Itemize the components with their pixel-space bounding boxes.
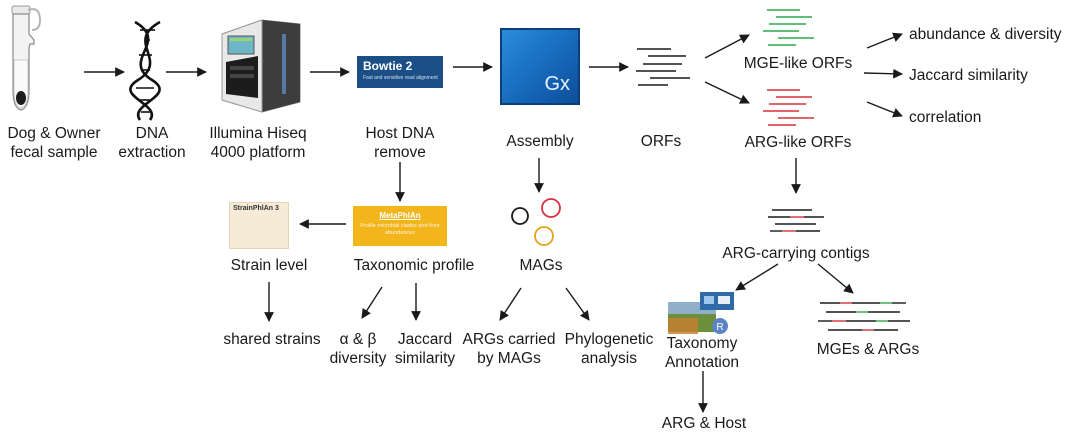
mge-arg-lines-icon bbox=[818, 302, 910, 331]
taxonomy-annotation-label: Taxonomy Annotation bbox=[664, 335, 740, 371]
gx-logo: Gx bbox=[500, 28, 580, 105]
arg-orfs-label: ARG-like ORFs bbox=[744, 134, 852, 151]
strainphlan-logo: StrainPhlAn 3 bbox=[229, 202, 289, 249]
illumina-label: Illumina Hiseq 4000 platform bbox=[209, 125, 307, 161]
orfs-label: ORFs bbox=[640, 133, 682, 150]
mag-circles-icon bbox=[511, 198, 561, 246]
sample-label: Dog & Owner fecal sample bbox=[7, 125, 101, 161]
abundance-label: abundance & diversity bbox=[909, 26, 1062, 43]
bowtie2-logo: Bowtie 2 Fast and sensitive read alignme… bbox=[357, 56, 443, 88]
R-logo-icon: R bbox=[716, 322, 723, 333]
arg-orf-lines-icon bbox=[763, 89, 814, 126]
host-dna-remove-label: Host DNA remove bbox=[365, 125, 435, 161]
assembly-label: Assembly bbox=[506, 133, 574, 150]
strain-level-label: Strain level bbox=[230, 257, 308, 274]
alpha-beta-diversity-label: α & β diversity bbox=[329, 331, 387, 367]
jaccard-bottom-label: Jaccard similarity bbox=[394, 331, 456, 367]
taxonomic-profile-label: Taxonomic profile bbox=[353, 257, 475, 274]
tube-icon bbox=[11, 5, 42, 111]
mges-args-label: MGEs & ARGs bbox=[816, 341, 920, 358]
taxonomy-collage-icon: R bbox=[668, 292, 734, 334]
mags-label: MAGs bbox=[519, 257, 563, 274]
sequencer-icon bbox=[221, 19, 301, 113]
orf-lines-icon bbox=[636, 48, 690, 86]
metaphlan-logo: MetaPhlAn Profile microbial clades and t… bbox=[353, 206, 447, 246]
arg-host-label: ARG & Host bbox=[661, 415, 747, 432]
args-by-mags-label: ARGs carried by MAGs bbox=[462, 331, 556, 367]
mge-orfs-label: MGE-like ORFs bbox=[743, 55, 853, 72]
phylogenetic-label: Phylogenetic analysis bbox=[564, 331, 654, 367]
arg-contigs-label: ARG-carrying contigs bbox=[722, 245, 870, 262]
correlation-label: correlation bbox=[909, 109, 982, 126]
dna-extraction-label: DNA extraction bbox=[118, 125, 186, 161]
dna-helix-icon bbox=[129, 20, 161, 121]
contig-lines-icon bbox=[768, 209, 824, 232]
shared-strains-label: shared strains bbox=[223, 331, 321, 348]
jaccard-similarity-label: Jaccard similarity bbox=[909, 67, 1028, 84]
mge-orf-lines-icon bbox=[763, 9, 814, 46]
